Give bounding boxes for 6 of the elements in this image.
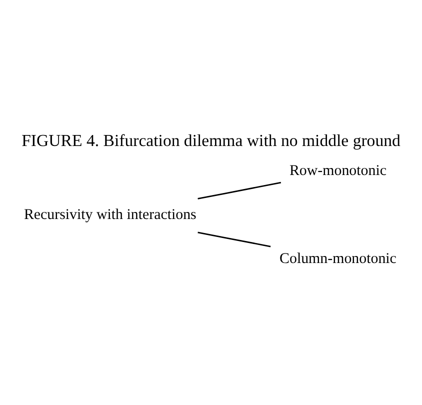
diagram-title: FIGURE 4. Bifurcation dilemma with no middle ground xyxy=(22,130,400,150)
node-text: Recursivity with interactions xyxy=(24,207,196,224)
connector xyxy=(198,232,271,248)
node-text: Row-monotonic xyxy=(289,163,386,180)
node-text: Column-monotonic xyxy=(280,251,396,268)
connector xyxy=(198,182,282,200)
